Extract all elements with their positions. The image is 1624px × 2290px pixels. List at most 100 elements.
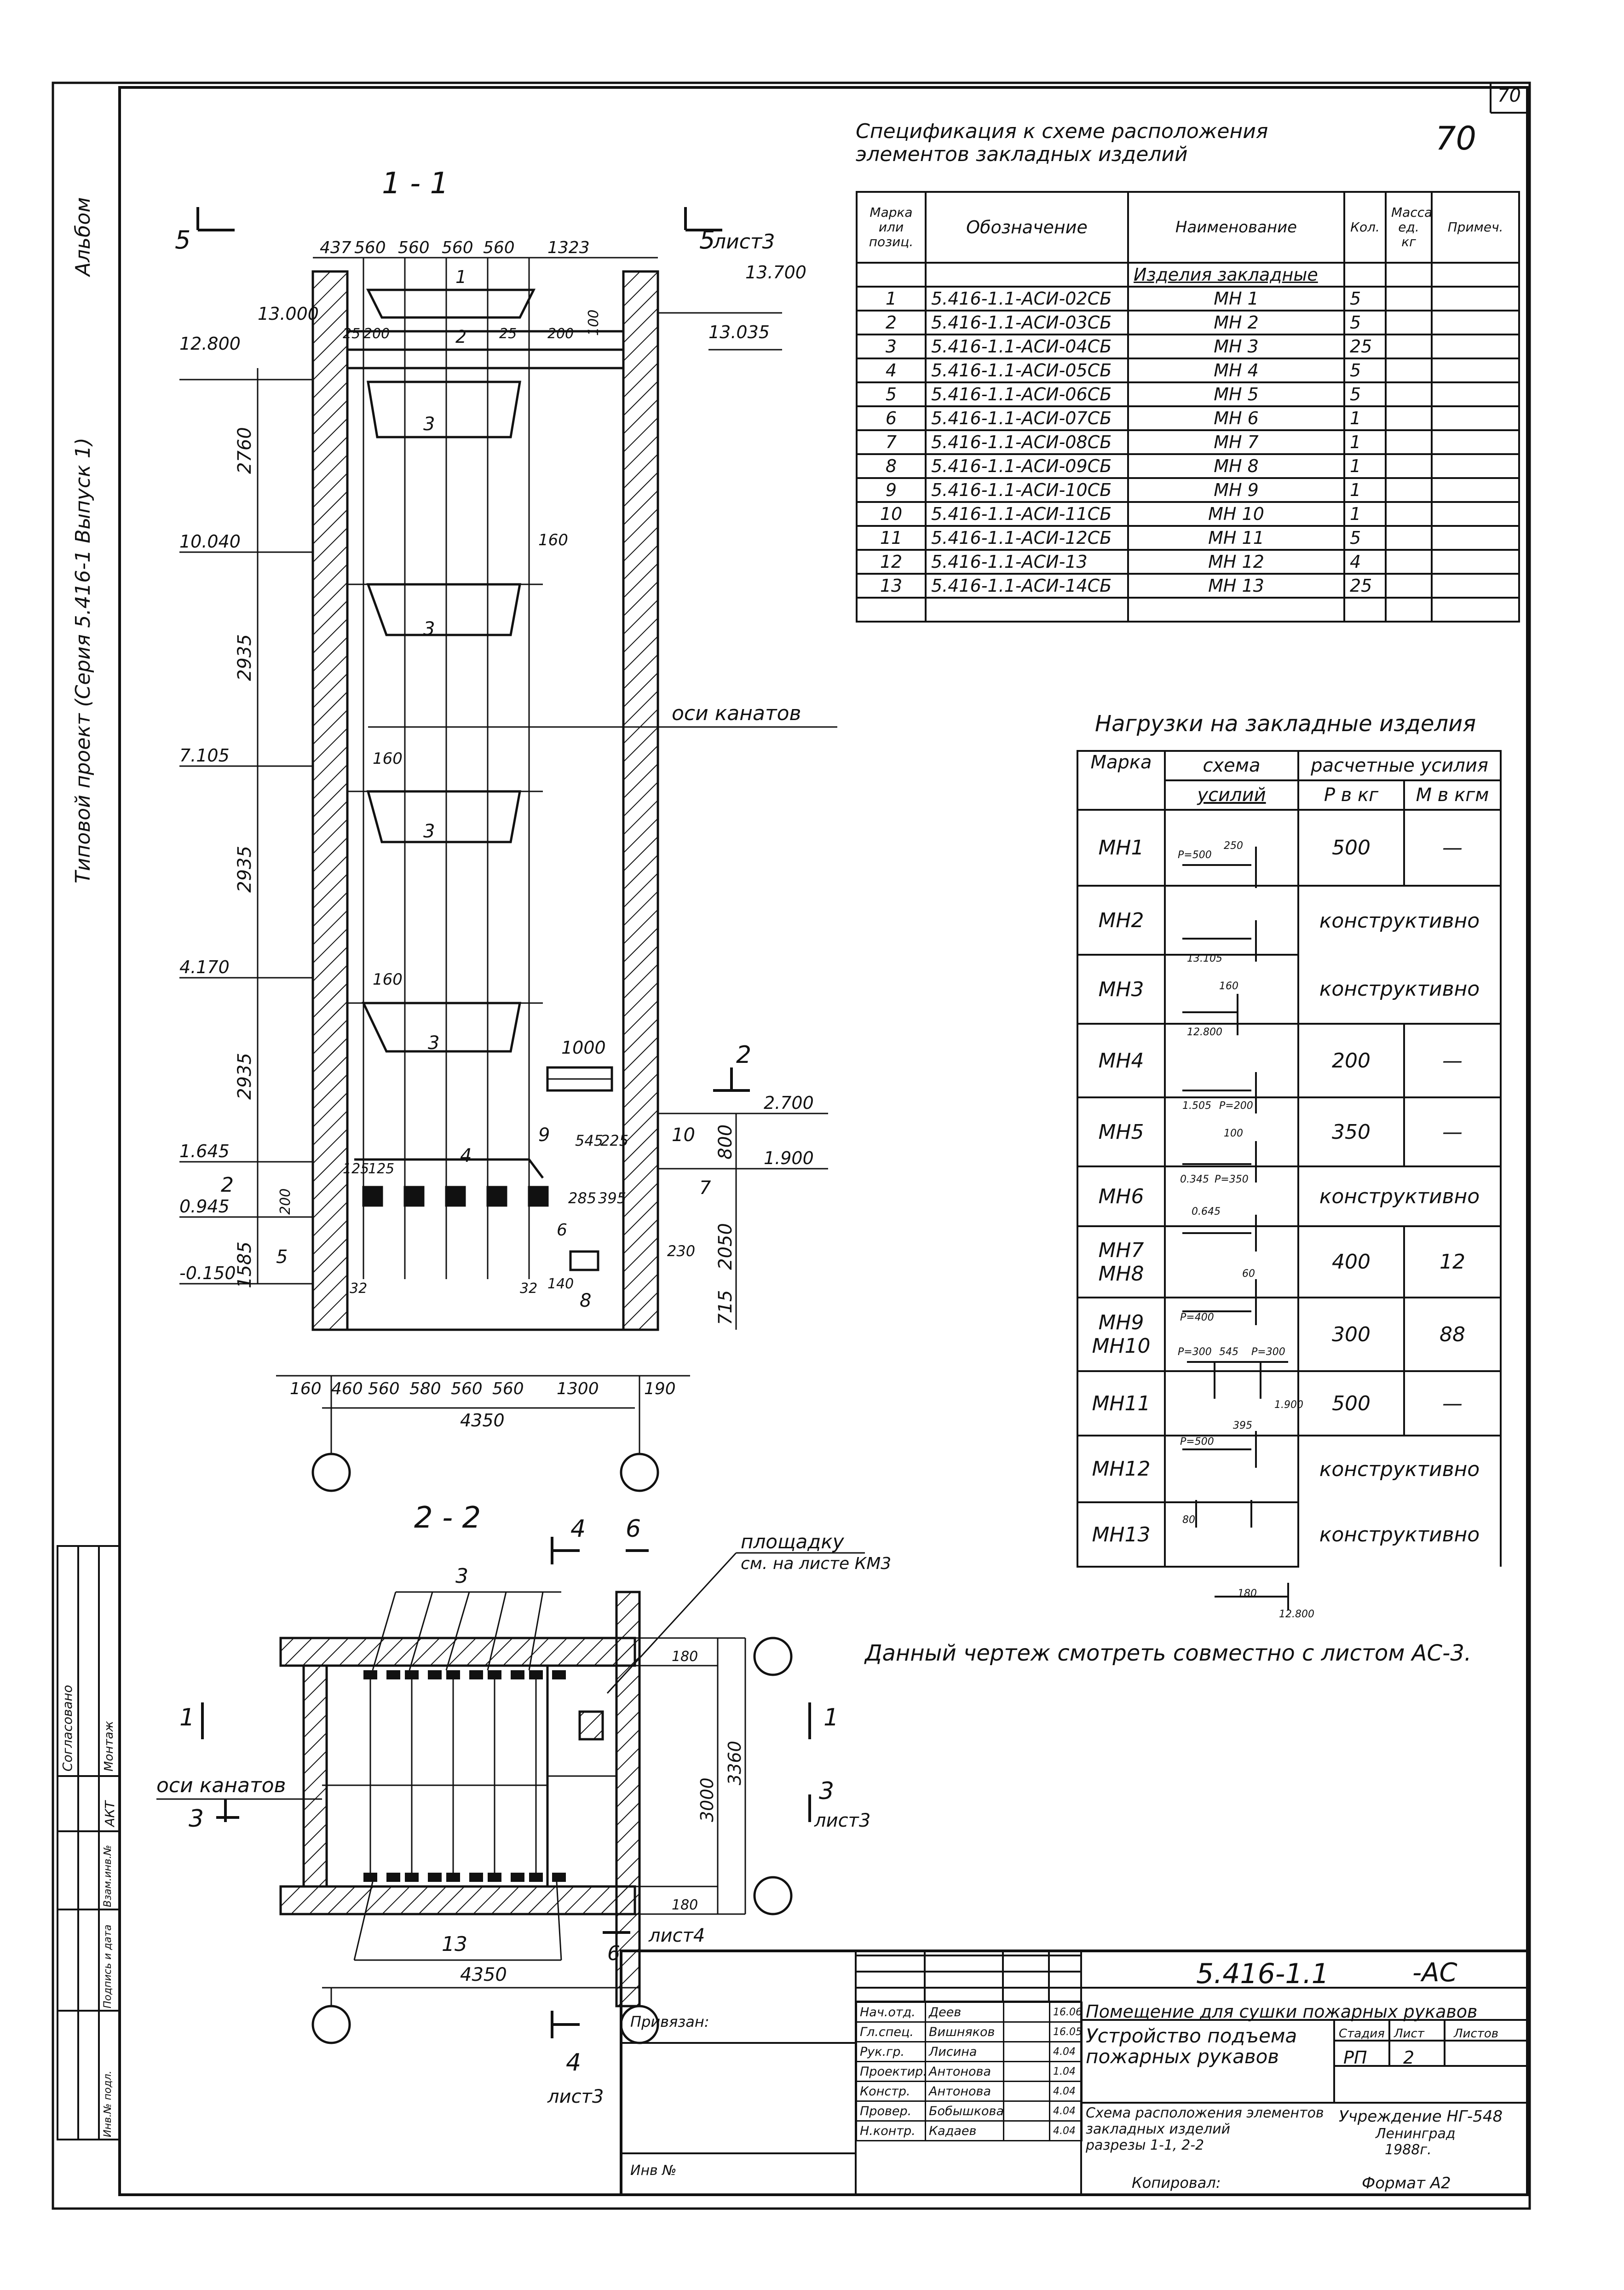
spec-cell-mark: 6 bbox=[856, 405, 927, 431]
loads-row: МН12 конструктивно bbox=[1077, 1435, 1502, 1503]
loads-cell-scheme bbox=[1164, 1023, 1299, 1098]
loads-cell-scheme bbox=[1164, 885, 1299, 956]
loads-cell-mark: МН9 МН10 bbox=[1077, 1297, 1166, 1372]
cut-4-sheet: лист3 bbox=[547, 2086, 604, 2107]
tb-format: Формат А2 bbox=[1362, 2174, 1451, 2192]
top-dim-560-2: 560 bbox=[398, 238, 430, 257]
loads-col-scheme-1: схема bbox=[1164, 750, 1299, 781]
height-715: 715 bbox=[715, 1290, 736, 1325]
spec-cell-qty: 4 bbox=[1343, 549, 1387, 575]
spec-cell-mark: 4 bbox=[856, 358, 927, 383]
loads-cell-mark: МН12 bbox=[1077, 1435, 1166, 1503]
tb-role: Н.контр. bbox=[856, 2120, 926, 2141]
dim-3000: 3000 bbox=[697, 1777, 717, 1822]
cut-1-left: 1 bbox=[179, 1704, 195, 1731]
tb-name: Антонова bbox=[925, 2081, 1004, 2102]
spec-col-qty: Кол. bbox=[1343, 191, 1387, 264]
pos-5: 5 bbox=[276, 1246, 288, 1268]
spec-cell-note bbox=[1431, 429, 1520, 455]
sheet-number: 70 bbox=[1435, 120, 1477, 157]
loads-cell-note: конструктивно bbox=[1297, 886, 1502, 955]
spec-cell-name: МН 7 bbox=[1127, 429, 1345, 455]
spec-cell-name: МН 8 bbox=[1127, 453, 1345, 479]
pos-3-a: 3 bbox=[423, 414, 435, 435]
dim-285: 285 bbox=[568, 1189, 596, 1207]
pos-6: 6 bbox=[557, 1221, 567, 1240]
spec-cell-name: МН 10 bbox=[1127, 501, 1345, 527]
spec-cell-note bbox=[1431, 310, 1520, 335]
spec-cell-designation: 5.416-1.1-АСИ-13 bbox=[925, 549, 1129, 575]
tb-inv-no: Инв № bbox=[630, 2163, 677, 2179]
album-label: Альбом bbox=[71, 197, 95, 276]
tb-org-1: Учреждение НГ-548 bbox=[1339, 2107, 1503, 2126]
section-1-1-title: 1 - 1 bbox=[382, 167, 449, 201]
dim-1000: 1000 bbox=[561, 1038, 606, 1058]
loads-cell-note: конструктивно bbox=[1297, 1166, 1502, 1226]
dim-125-b: 125 bbox=[368, 1161, 394, 1177]
level-7105: 7.105 bbox=[179, 745, 230, 766]
spec-cell-designation: 5.416-1.1-АСИ-04СБ bbox=[925, 334, 1129, 359]
spec-cell-mass bbox=[1385, 286, 1433, 311]
tb-name: Антонова bbox=[925, 2061, 1004, 2082]
tb-date: 4.04 bbox=[1049, 2081, 1083, 2102]
spec-header-row: Марка или позиц. Обозначение Наименовани… bbox=[856, 191, 1520, 264]
pos-7: 7 bbox=[699, 1177, 711, 1199]
loads-col-forces: расчетные усилия bbox=[1297, 750, 1502, 781]
spec-cell-name: МН 12 bbox=[1127, 549, 1345, 575]
pos-13-sec2: 13 bbox=[442, 1932, 467, 1956]
dim-125-a: 125 bbox=[343, 1161, 369, 1177]
pos-3-d: 3 bbox=[428, 1033, 439, 1054]
spec-cell-qty: 1 bbox=[1343, 453, 1387, 479]
pos-1: 1 bbox=[455, 267, 466, 287]
tb-date: 16.05 bbox=[1049, 2021, 1083, 2042]
spec-cell-note bbox=[1431, 453, 1520, 479]
spec-col-mass: Масса ед. кг bbox=[1385, 191, 1433, 264]
tb-role: Рук.гр. bbox=[856, 2041, 926, 2062]
tb-date: 4.04 bbox=[1049, 2100, 1083, 2122]
dim-32-a: 32 bbox=[350, 1281, 367, 1297]
spec-cell-mass bbox=[1385, 405, 1433, 431]
loads-cell-scheme bbox=[1164, 1297, 1299, 1372]
cut-1-right: 1 bbox=[824, 1704, 839, 1731]
pos-10: 10 bbox=[672, 1125, 695, 1146]
loads-cell-mark: МН2 bbox=[1077, 885, 1166, 956]
spec-cell-mark: 12 bbox=[856, 549, 927, 575]
tb-sheets-label: Листов bbox=[1454, 2027, 1499, 2041]
cut-4-bottom: 4 bbox=[566, 2049, 581, 2077]
spec-cell-name: МН 13 bbox=[1127, 573, 1345, 599]
tb-suffix: -АС bbox=[1412, 1958, 1457, 1988]
spec-cell-designation: 5.416-1.1-АСИ-14СБ bbox=[925, 573, 1129, 599]
spec-cell-name: МН 5 bbox=[1127, 381, 1345, 407]
level-12800: 12.800 bbox=[179, 334, 241, 354]
tb-copied: Копировал: bbox=[1132, 2174, 1221, 2192]
loads-cell-p: 500 bbox=[1297, 1370, 1405, 1436]
strip-agreed: Согласовано bbox=[60, 1684, 75, 1771]
spec-cell-name: МН 1 bbox=[1127, 286, 1345, 311]
spec-cell-qty: 1 bbox=[1343, 429, 1387, 455]
loads-cell-m: 12 bbox=[1403, 1225, 1502, 1298]
tb-sheet-title-3: разрезы 1-1, 2-2 bbox=[1086, 2137, 1204, 2153]
cut-6-top: 6 bbox=[626, 1515, 641, 1543]
loads-cell-mark: МН11 bbox=[1077, 1370, 1166, 1436]
dim-160-a: 160 bbox=[538, 531, 568, 549]
tb-date: 4.04 bbox=[1049, 2041, 1083, 2062]
loads-cell-note: конструктивно bbox=[1297, 1436, 1502, 1502]
level-13035: 13.035 bbox=[708, 322, 770, 342]
loads-cell-mark: МН6 bbox=[1077, 1165, 1166, 1227]
pos-4: 4 bbox=[460, 1145, 472, 1166]
loads-cell-mark: МН7 МН8 bbox=[1077, 1225, 1166, 1298]
spec-cell-qty: 5 bbox=[1343, 525, 1387, 551]
loads-cell-note: конструктивно bbox=[1297, 955, 1502, 1024]
spec-cell-qty: 5 bbox=[1343, 381, 1387, 407]
dim-200-b: 200 bbox=[547, 326, 574, 342]
spec-cell-name: МН 3 bbox=[1127, 334, 1345, 359]
dim-200-a: 200 bbox=[363, 326, 390, 342]
